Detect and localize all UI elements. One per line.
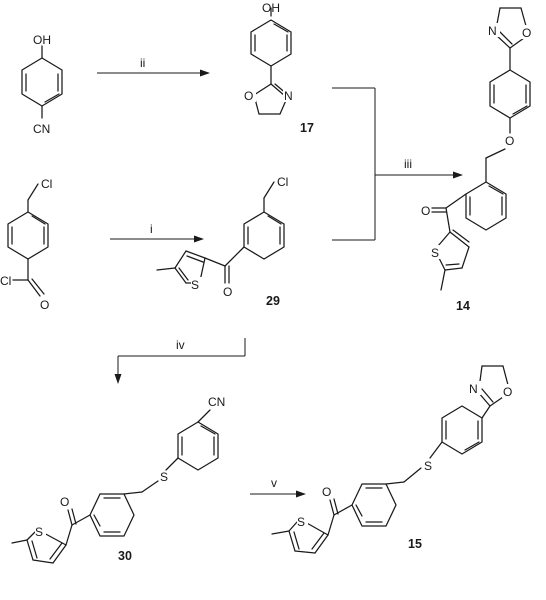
step-iv-label: iv	[176, 338, 185, 352]
oxygen-label: O	[244, 89, 253, 103]
carbonyl-oxygen-label: O	[421, 204, 430, 218]
oxygen-label: O	[522, 26, 531, 40]
nitrile-label: CN	[33, 122, 50, 136]
molecule-4-hydroxybenzonitrile: OH CN	[21, 33, 63, 136]
molecule-chloromethylbenzoyl-chloride: Cl Cl O	[0, 177, 52, 312]
acyl-chlorine-label: Cl	[0, 274, 11, 288]
nitrile-label: CN	[208, 395, 225, 409]
arrow-step-iv: iv	[114, 338, 246, 384]
arrow-step-ii: ii	[97, 56, 210, 77]
nitrogen-label: N	[469, 382, 478, 396]
ether-oxygen-label: O	[505, 134, 514, 148]
thioether-sulfur-label: S	[160, 470, 168, 484]
compound-14-label: 14	[456, 299, 470, 313]
molecule-compound-29: Cl O S 29	[156, 175, 288, 308]
molecule-compound-30: CN S O S 30	[11, 395, 225, 564]
chlorine-label: Cl	[41, 177, 52, 191]
molecule-compound-15: N O S O S 15	[271, 365, 514, 554]
hydroxyl-label: OH	[33, 33, 51, 47]
molecule-compound-17: OH N O 17	[244, 1, 314, 135]
compound-15-label: 15	[408, 537, 422, 551]
compound-29-label: 29	[266, 294, 280, 308]
sulfur-label: S	[35, 525, 43, 539]
step-v-label: v	[271, 476, 277, 490]
sulfur-label: S	[297, 515, 305, 529]
thioether-sulfur-label: S	[424, 459, 432, 473]
carbonyl-oxygen-label: O	[40, 298, 49, 312]
arrow-step-iii: iii	[332, 87, 463, 241]
chlorine-label: Cl	[277, 175, 288, 189]
molecule-compound-14: N O O O S 14	[421, 7, 533, 313]
arrow-step-v: v	[250, 476, 306, 498]
nitrogen-label: N	[488, 24, 497, 38]
step-i-label: i	[150, 222, 153, 236]
oxygen-label: O	[503, 385, 512, 399]
carbonyl-oxygen-label: O	[223, 285, 232, 299]
hydroxyl-label: OH	[262, 1, 280, 15]
sulfur-label: S	[431, 246, 439, 260]
step-iii-label: iii	[404, 157, 412, 171]
compound-17-label: 17	[300, 121, 314, 135]
carbonyl-oxygen-label: O	[322, 485, 331, 499]
nitrogen-label: N	[284, 89, 293, 103]
sulfur-label: S	[191, 278, 199, 292]
arrow-step-i: i	[110, 222, 204, 243]
compound-30-label: 30	[118, 549, 132, 563]
step-ii-label: ii	[140, 56, 145, 70]
carbonyl-oxygen-label: O	[60, 495, 69, 509]
